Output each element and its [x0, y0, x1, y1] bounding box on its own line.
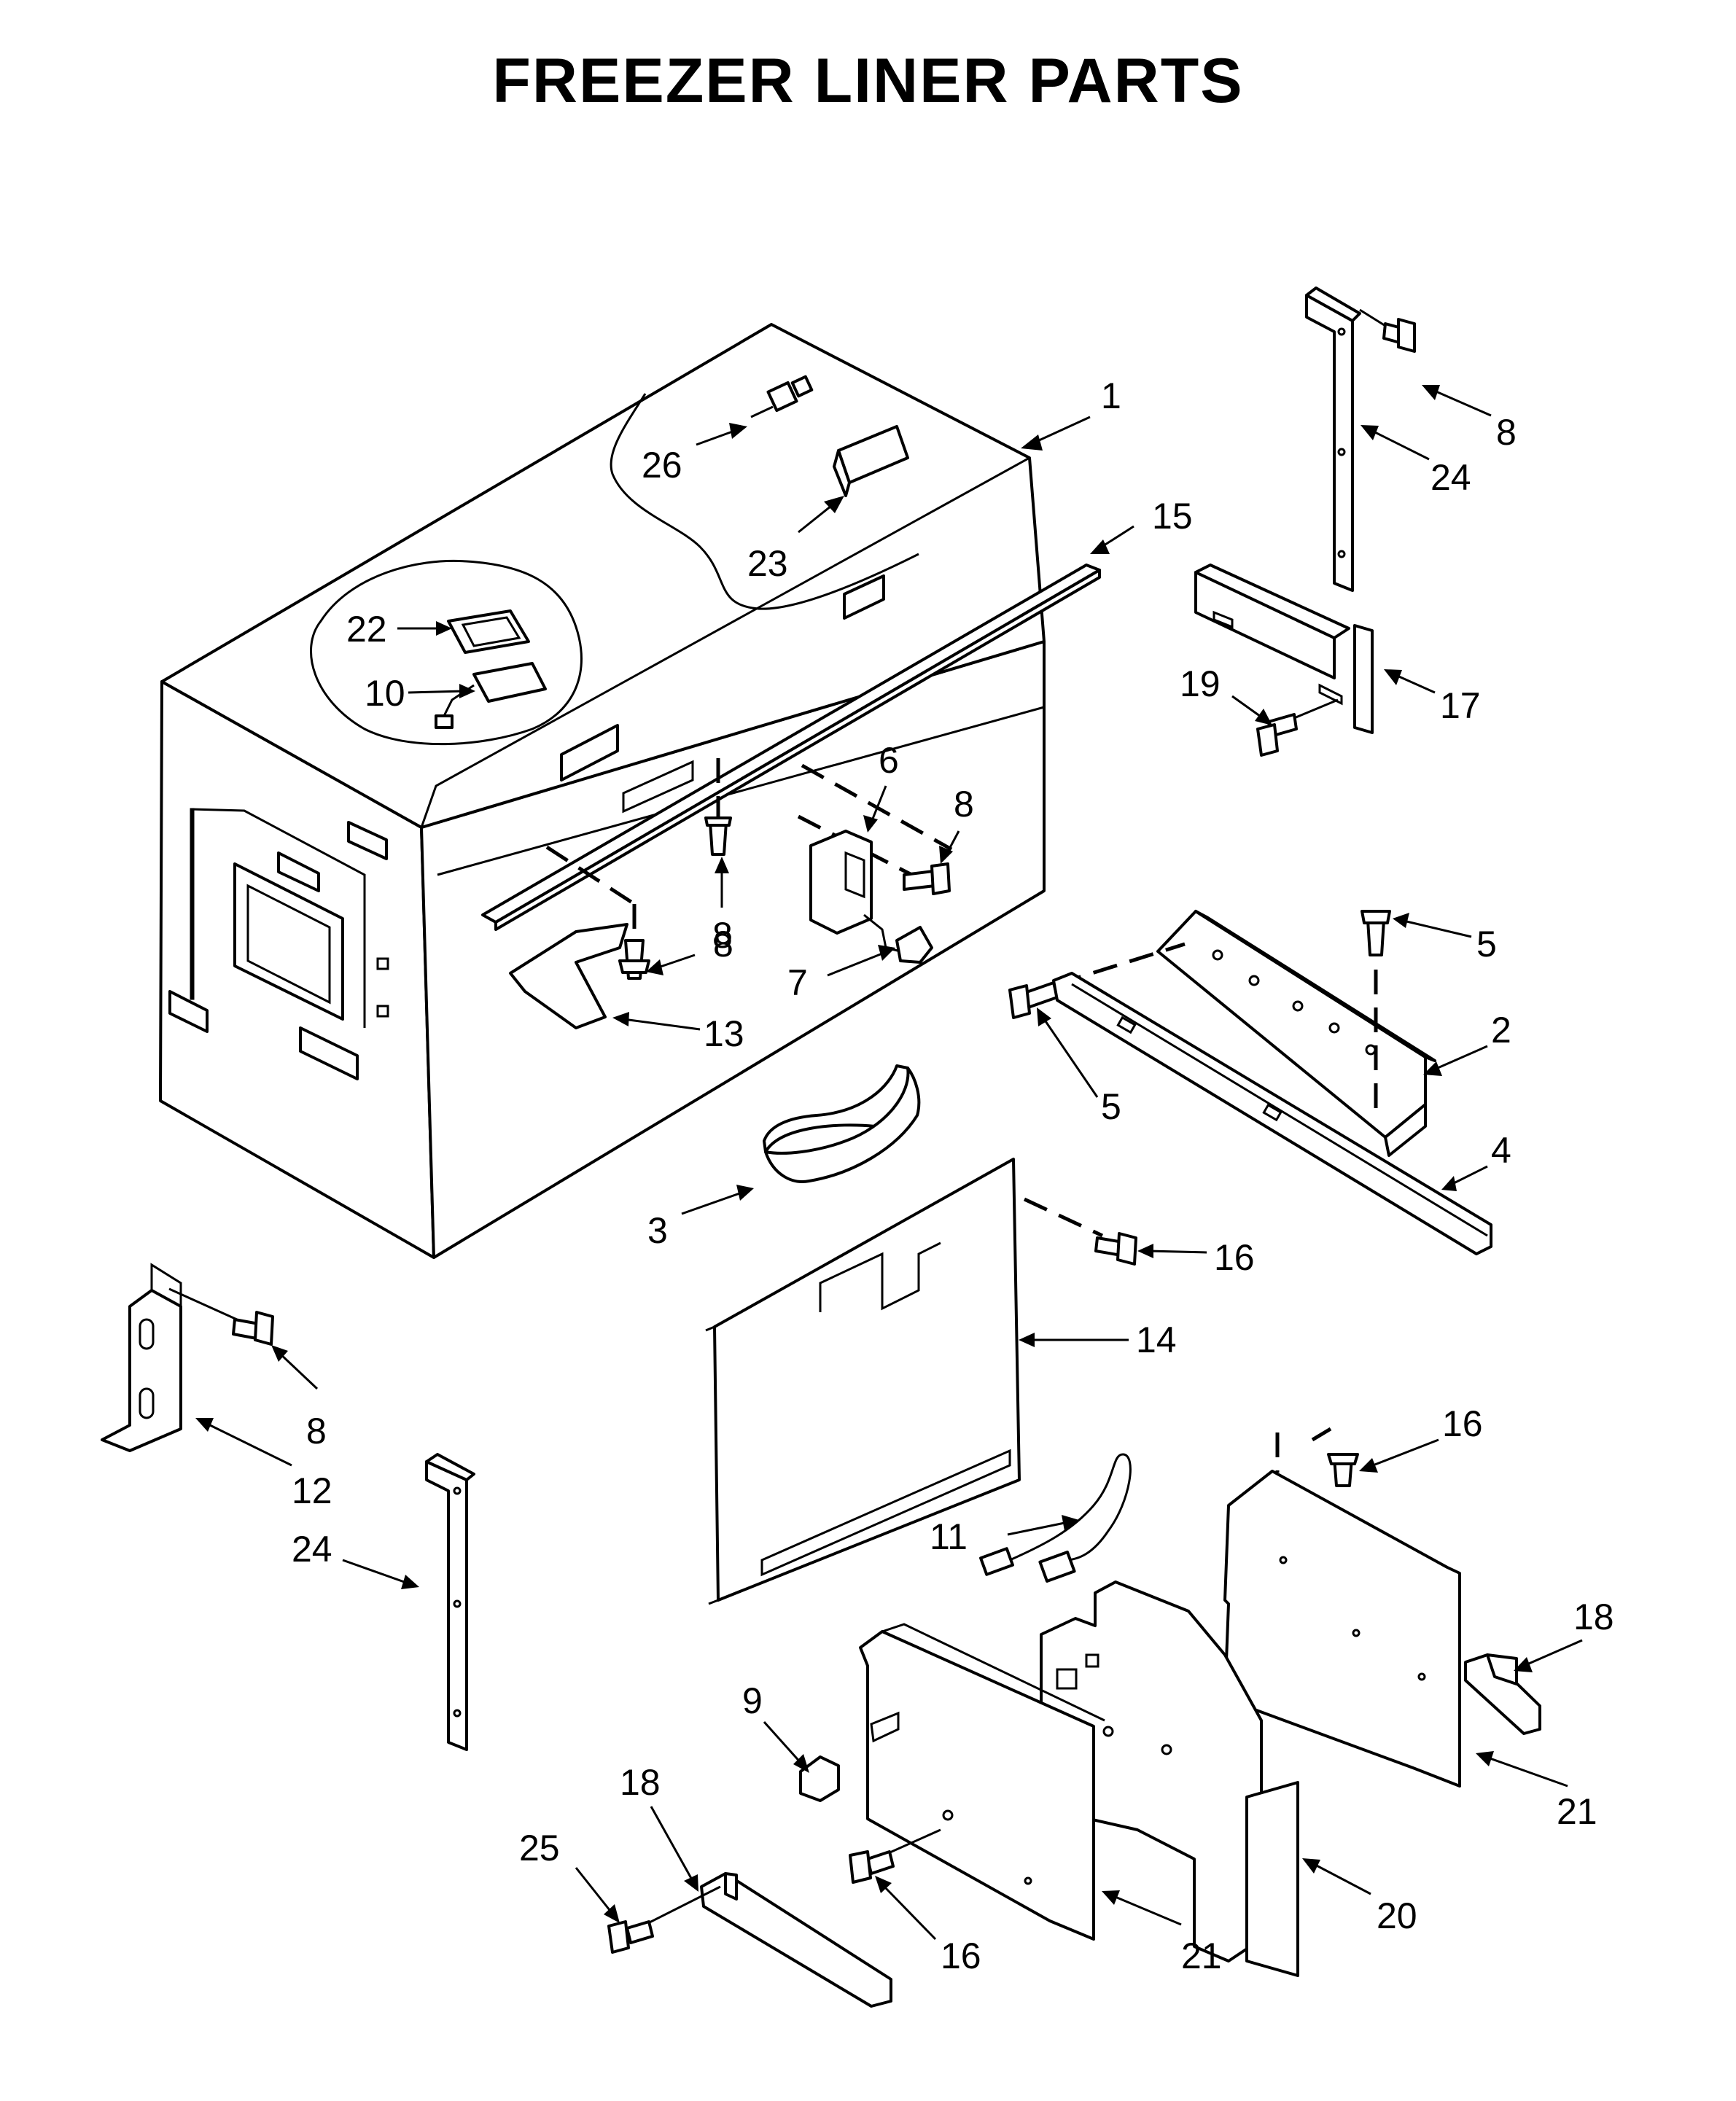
leader-lines [195, 385, 1583, 1941]
part-bracket-12[interactable] [101, 1263, 182, 1452]
part-pad-22[interactable] [447, 609, 530, 654]
callout-19: 19 [1180, 663, 1221, 704]
page-title: FREEZER LINER PARTS [492, 46, 1244, 116]
callout-12: 12 [292, 1470, 332, 1511]
part-screw-16c[interactable] [849, 1828, 941, 1884]
callout-2: 2 [1491, 1010, 1511, 1050]
part-slide-18-left[interactable] [700, 1872, 892, 2008]
callout-8c: 8 [713, 924, 733, 964]
part-screw-8-top[interactable] [1359, 308, 1416, 353]
callout-26: 26 [642, 445, 682, 486]
callout-24b: 24 [292, 1529, 332, 1570]
callout-5a: 5 [1476, 924, 1497, 964]
callout-21a: 21 [1181, 1936, 1222, 1976]
part-slide-18-right[interactable] [1464, 1653, 1541, 1735]
part-screw-16a[interactable] [1023, 1197, 1137, 1266]
callout-22: 22 [346, 609, 387, 650]
part-switch-7[interactable] [863, 913, 933, 964]
callout-21b: 21 [1557, 1791, 1597, 1832]
callout-5b: 5 [1101, 1086, 1121, 1127]
part-screw-16b[interactable] [1275, 1427, 1359, 1487]
part-screw-8a[interactable] [704, 758, 732, 856]
callout-1: 1 [1101, 375, 1121, 416]
callout-3: 3 [647, 1210, 668, 1251]
callout-15: 15 [1152, 496, 1193, 537]
part-bracket-13[interactable] [509, 923, 628, 1029]
callout-8d: 8 [306, 1411, 327, 1451]
part-panel-14[interactable] [705, 1158, 1021, 1605]
part-button-9[interactable] [799, 1755, 840, 1802]
part-screw-8d[interactable] [168, 1287, 274, 1346]
callout-8-top: 8 [1496, 412, 1517, 453]
callout-23: 23 [747, 543, 788, 584]
part-screw-25[interactable] [607, 1885, 721, 1954]
callout-16a: 16 [1214, 1237, 1255, 1278]
part-control-10[interactable] [435, 662, 547, 729]
callout-7: 7 [787, 962, 808, 1003]
callout-18b: 18 [620, 1762, 661, 1803]
callout-4: 4 [1491, 1130, 1511, 1171]
part-plate-21-right[interactable] [1223, 1470, 1461, 1788]
part-bracket-2[interactable] [1156, 910, 1436, 1157]
part-wire-11[interactable] [979, 1453, 1132, 1583]
part-wire-harness-26[interactable] [750, 375, 814, 418]
callout-16b: 16 [1442, 1403, 1483, 1444]
part-screw-8c[interactable] [903, 862, 951, 895]
callout-25: 25 [519, 1828, 560, 1868]
part-trim-strip-15[interactable] [481, 564, 1101, 931]
callout-10: 10 [365, 673, 405, 714]
part-rail-24-bottom[interactable] [425, 1453, 475, 1751]
callout-labels: 1 26 23 15 22 10 6 8 8 8 7 13 8 24 19 17… [292, 375, 1614, 1976]
callout-8b: 8 [712, 915, 733, 956]
callout-20: 20 [1377, 1895, 1417, 1936]
callout-9: 9 [742, 1680, 763, 1721]
part-screw-8b[interactable] [545, 845, 650, 980]
part-freezer-liner[interactable] [159, 323, 1046, 1259]
callout-16c: 16 [941, 1936, 981, 1976]
callout-8a: 8 [954, 784, 974, 825]
part-handle-3[interactable] [763, 1064, 921, 1183]
callout-11: 11 [930, 1516, 968, 1557]
part-bracket-17[interactable] [1194, 564, 1374, 734]
callout-6: 6 [879, 740, 899, 781]
part-rail-24-top[interactable] [1305, 286, 1361, 592]
part-screw-5a[interactable] [1361, 910, 1391, 1108]
part-control-box-20[interactable] [1040, 1580, 1299, 1977]
part-slide-4[interactable] [1052, 972, 1492, 1255]
callout-17: 17 [1440, 685, 1481, 726]
part-plate-21-left[interactable] [859, 1623, 1105, 1941]
callout-18a: 18 [1573, 1597, 1614, 1637]
callout-13: 13 [704, 1013, 744, 1054]
part-screw-19[interactable] [1256, 698, 1339, 757]
callout-14: 14 [1136, 1320, 1177, 1360]
part-housing-23[interactable] [833, 425, 909, 497]
callout-24-top: 24 [1431, 457, 1471, 498]
